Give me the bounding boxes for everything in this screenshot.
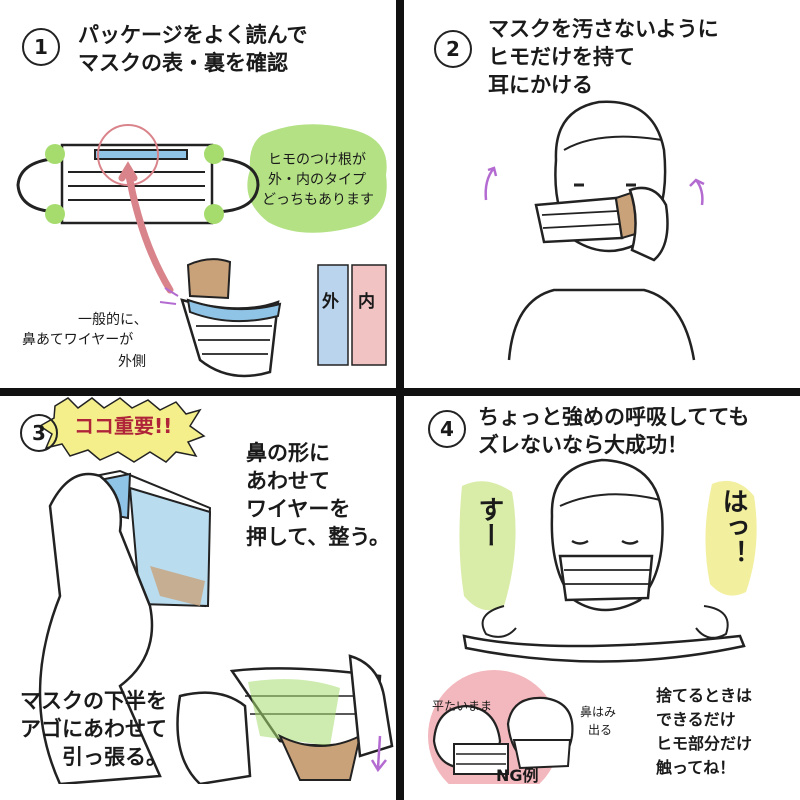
wire-note-line2: 鼻あてワイヤーが — [22, 332, 134, 348]
layer-sample-drawing — [317, 264, 387, 366]
loop-root-dot — [45, 204, 65, 224]
panel1-illustration — [16, 124, 387, 378]
panel3-text1-line3: ワイヤーを — [246, 497, 351, 521]
person-breathing — [462, 458, 746, 663]
motion-arrow-right — [689, 178, 705, 206]
panel2-title-line3: 耳にかける — [488, 73, 593, 97]
step-number-badge: 2 — [434, 30, 472, 68]
label-inner: 内 — [358, 292, 375, 312]
panel2-illustration — [484, 100, 705, 361]
loop-note-line3: どっちもあります — [262, 192, 374, 208]
ng-nose-text-line1: 鼻はみ — [580, 705, 617, 719]
panel3-illustration — [38, 397, 394, 784]
tip-line4: 触ってね！ — [656, 758, 736, 777]
breath-out-blob — [705, 480, 757, 596]
loop-note-line1: ヒモのつけ根が — [268, 152, 366, 168]
ng-nose-text-line2: 出る — [588, 723, 613, 737]
panel2-title-line2: ヒモだけを持て — [488, 45, 635, 69]
ng-flat-text: 平たいまま — [432, 699, 493, 713]
panel3-text1-line1: 鼻の形に — [246, 441, 330, 465]
panel3-text2-line3: 引っ張る。 — [62, 745, 167, 769]
breath-in-blob — [459, 481, 516, 611]
wire-note-line1: 一般的に、 — [78, 312, 148, 328]
side-mask-drawing — [159, 258, 282, 378]
important-badge-burst — [38, 397, 206, 463]
loop-note-line2: 外・内のタイプ — [268, 172, 366, 188]
green-highlight-blob — [247, 124, 387, 233]
panel3-text2-line1: マスクの下半を — [20, 689, 167, 713]
flat-mask-drawing — [16, 124, 260, 225]
loop-root-dot — [204, 144, 224, 164]
panel-step-2: 2 マスクを汚さないように ヒモだけを持て 耳にかける — [404, 0, 800, 388]
panel2-title-line1: マスクを汚さないように — [488, 17, 719, 41]
hand-pressing-wire — [38, 469, 212, 784]
tip-line2: できるだけ — [656, 710, 736, 729]
panel4-title-line2: ズレないなら大成功！ — [478, 433, 688, 457]
important-badge-text: ココ重要!! — [74, 414, 173, 438]
step-number-badge: 4 — [428, 410, 466, 448]
tip-line1: 捨てるときは — [656, 686, 753, 705]
panel1-title-line2: マスクの表・裏を確認 — [78, 51, 288, 75]
hand-pulling-chin — [176, 654, 394, 784]
horizontal-divider — [0, 388, 800, 396]
breath-in-text: すー — [474, 496, 504, 548]
loop-root-dot — [45, 144, 65, 164]
wire-note-line3: 外側 — [118, 354, 146, 370]
vertical-divider — [396, 0, 404, 800]
panel-step-4: 4 ちょっと強めの呼吸してても ズレないなら大成功！ すー はっ！ 平たいまま … — [404, 396, 800, 784]
panel-step-3: 3 ココ重要!! 鼻の形に あわせて ワイヤーを 押して、整う。 マスクの下半を… — [0, 396, 396, 784]
label-outer: 外 — [322, 292, 339, 312]
panel3-text2-line2: アゴにあわせて — [20, 717, 167, 741]
panel4-title-line1: ちょっと強めの呼吸してても — [478, 405, 750, 429]
tip-line3: ヒモ部分だけ — [656, 734, 753, 753]
loop-root-dot — [204, 204, 224, 224]
panel1-title-line1: パッケージをよく読んで — [78, 23, 308, 47]
panel4-illustration — [428, 458, 757, 784]
breath-out-text: はっ！ — [718, 488, 748, 566]
person-putting-on-mask — [507, 100, 696, 361]
motion-arrow-left — [484, 166, 498, 201]
ng-label: NG例 — [496, 766, 539, 784]
step-number-badge: 3 — [20, 414, 58, 452]
pink-pointer-arrow — [118, 161, 174, 294]
ng-example — [428, 670, 574, 784]
panel3-text1-line2: あわせて — [246, 469, 330, 493]
panel-step-1: 1 パッケージをよく読んで マスクの表・裏を確認 ヒモのつけ根が 外・内のタイプ… — [0, 0, 396, 388]
panel3-text1-line4: 押して、整う。 — [246, 525, 391, 549]
step-number-badge: 1 — [22, 28, 60, 66]
